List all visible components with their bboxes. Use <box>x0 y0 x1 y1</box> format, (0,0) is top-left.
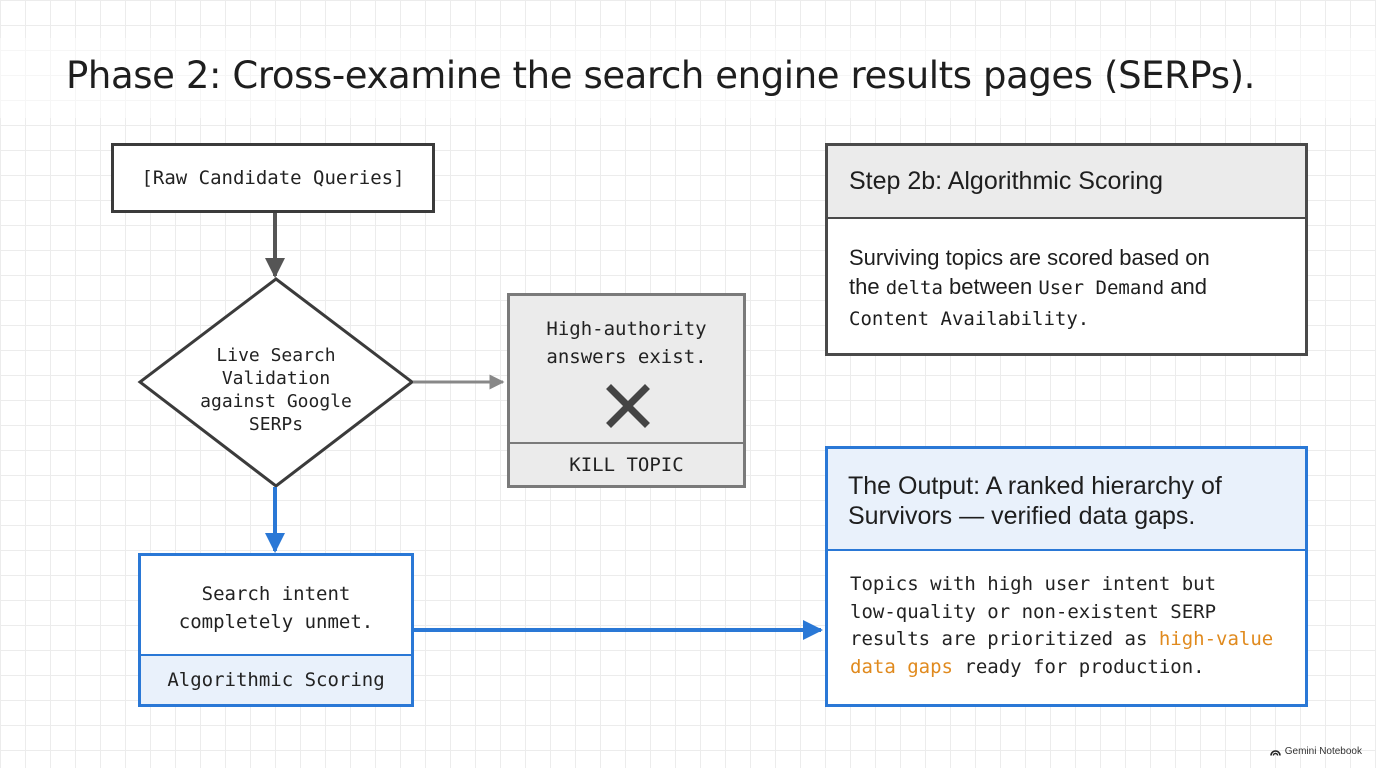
kill-condition-text: High-authority answers exist. <box>510 315 743 371</box>
brand-label: Gemini Notebook <box>1284 746 1362 757</box>
output-body-line: results are prioritized as high-value <box>850 626 1295 654</box>
validation-diamond <box>137 277 415 488</box>
content-availability-term: Content Availability <box>849 308 1078 330</box>
validation-line: SERPs <box>248 414 304 435</box>
validation-line: against Google <box>200 391 352 412</box>
step-body-text: and <box>1164 274 1207 299</box>
step-body-text: . <box>1077 308 1090 330</box>
page-title: Phase 2: Cross-examine the search engine… <box>66 54 1255 97</box>
intent-unmet-line: completely unmet. <box>178 611 374 633</box>
output-title-line: The Output: A ranked hierarchy of <box>848 472 1222 500</box>
delta-term: delta <box>885 277 943 299</box>
highlight-term: data gaps <box>850 655 953 678</box>
output-title: The Output: A ranked hierarchy of Surviv… <box>828 449 1305 551</box>
step-body-text: Surviving topics are scored based on <box>849 245 1210 270</box>
intent-unmet-line: Search intent <box>201 583 351 605</box>
validation-line: Live Search <box>216 345 336 366</box>
output-body-text: results are prioritized as <box>850 628 1159 650</box>
output-body-line: Topics with high user intent but <box>850 573 1217 595</box>
kill-condition-panel: High-authority answers exist. <box>510 296 743 444</box>
output-body: Topics with high user intent but low-qua… <box>850 571 1295 681</box>
intent-unmet-text: Search intent completely unmet. <box>141 580 411 636</box>
kill-condition-line: answers exist. <box>546 346 707 368</box>
x-icon <box>606 384 650 428</box>
highlight-term: high-value <box>1158 628 1274 650</box>
title-band <box>0 38 1376 118</box>
validation-label: Live Search Validation against Google SE… <box>176 344 376 436</box>
step-body-text: between <box>942 274 1039 299</box>
step-body-text: the <box>849 274 886 299</box>
brand-badge: Gemini Notebook <box>1269 746 1362 757</box>
raw-candidate-queries-box: [Raw Candidate Queries] <box>111 143 435 213</box>
kill-condition-line: High-authority <box>546 318 707 340</box>
output-body-text: ready for production. <box>952 655 1205 678</box>
step-2b-body: Surviving topics are scored based on the… <box>849 243 1289 334</box>
kill-topic-box: High-authority answers exist. KILL TOPIC <box>507 293 746 488</box>
raw-candidate-queries-label: [Raw Candidate Queries] <box>141 167 405 189</box>
intent-unmet-box: Search intent completely unmet. Algorith… <box>138 553 414 707</box>
algorithmic-scoring-label: Algorithmic Scoring <box>141 654 411 704</box>
output-body-line: low-quality or non-existent SERP <box>850 600 1217 623</box>
output-body-line: data gaps ready for production. <box>850 654 1295 682</box>
kill-topic-label: KILL TOPIC <box>569 454 684 476</box>
user-demand-term: User Demand <box>1038 277 1165 299</box>
output-title-line: Survivors — verified data gaps. <box>848 502 1196 530</box>
notebook-logo-icon <box>1269 749 1281 756</box>
step-2b-title: Step 2b: Algorithmic Scoring <box>828 146 1305 219</box>
validation-line: Validation <box>221 368 331 389</box>
step-2b-card: Step 2b: Algorithmic Scoring Surviving t… <box>825 143 1308 356</box>
output-card: The Output: A ranked hierarchy of Surviv… <box>825 446 1308 707</box>
